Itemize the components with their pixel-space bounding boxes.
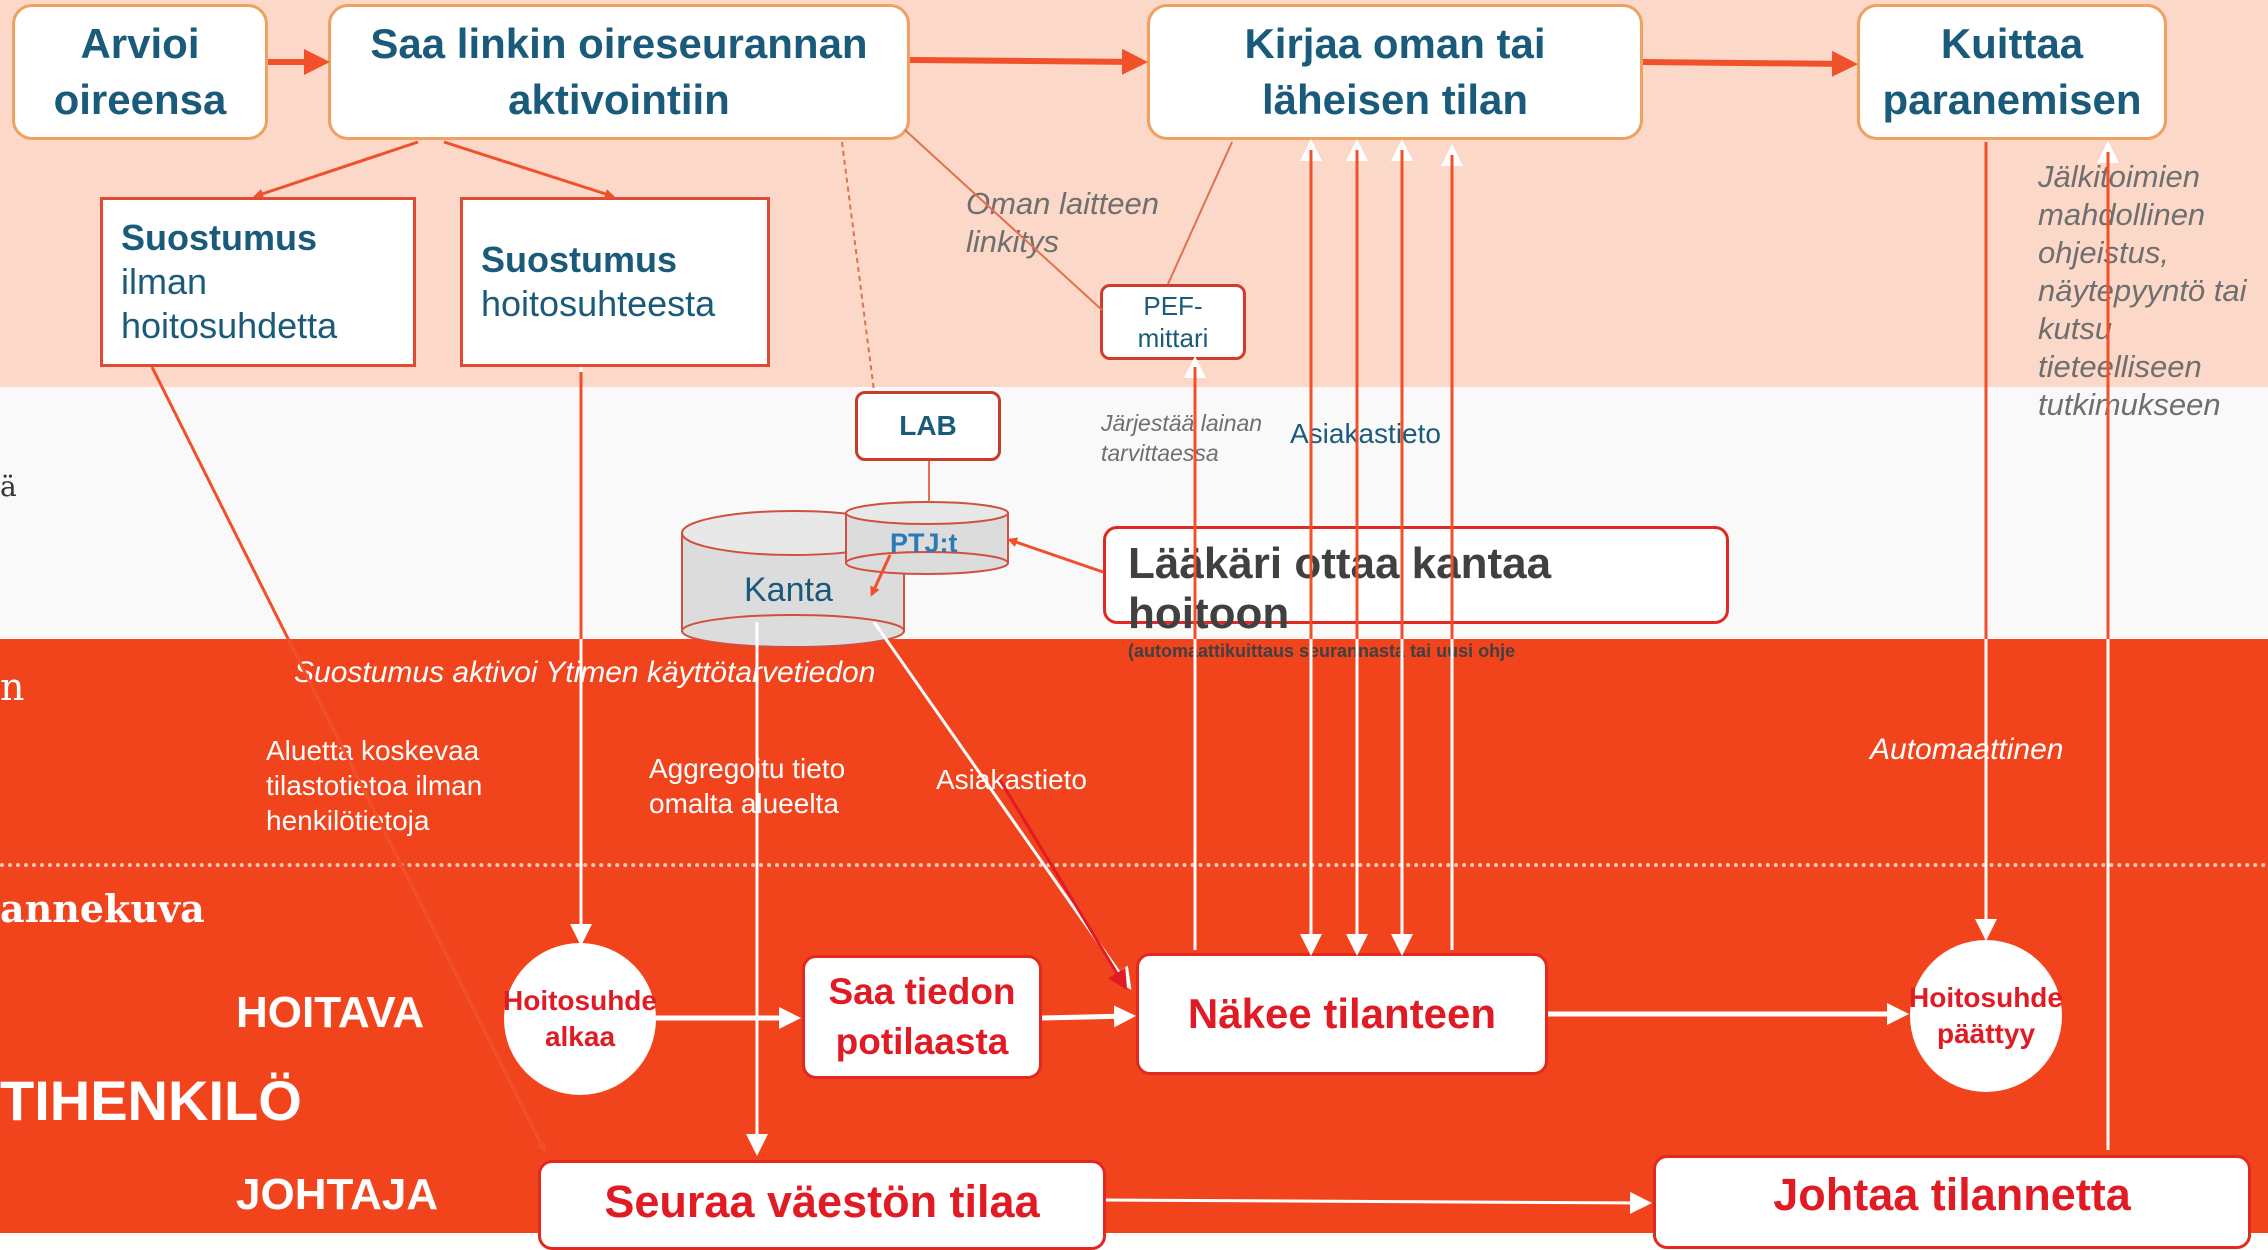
consent-with-body: hoitosuhteesta (481, 283, 716, 324)
asiakastieto-top-label: Asiakastieto (1290, 418, 1441, 449)
lane-divider (0, 863, 2268, 867)
ptj-label: PTJ:t (890, 528, 958, 558)
consent-with-title: Suostumus (481, 239, 678, 280)
kirjaa-tilan-step: Kirjaa oman tai läheisen tilan (1147, 4, 1643, 140)
suostumus-aktivoi-label: Suostumus aktivoi Ytimen käyttötarvetied… (294, 656, 876, 689)
professional-lane (0, 639, 2268, 1233)
asiakastieto-low-label: Asiakastieto (936, 764, 1087, 795)
role-hoitava: HOITAVA (236, 988, 425, 1037)
oman-laitteen-label: Oman laitteen linkitys (966, 186, 1159, 259)
lab-box: LAB (855, 391, 1001, 461)
saa-tiedon-node: Saa tiedon potilaasta (802, 955, 1042, 1079)
doctor-decision-title: Lääkäri ottaa kantaa hoitoon (1128, 539, 1552, 638)
arvioi-oireensa-step: Arvioi oireensa (12, 4, 268, 140)
jarjestaa-lainan-label: Järjestää lainan tarvittaessa (1101, 410, 1263, 466)
nakee-tilanteen-node: Näkee tilanteen (1136, 953, 1548, 1075)
hoitosuhde-paattyy-node: Hoitosuhde päättyy (1909, 940, 2063, 1092)
ptj-cylinder (845, 501, 1009, 575)
pef-meter-box: PEF- mittari (1100, 284, 1246, 360)
doctor-decision-box: Lääkäri ottaa kantaa hoitoon (automaatti… (1103, 526, 1729, 661)
hoitosuhde-alkaa-node: Hoitosuhde alkaa (503, 943, 657, 1095)
doctor-decision-subtitle: (automaattikuittaus seurannasta tai uusi… (1128, 641, 1516, 661)
jalkitoimien-label: Jälkitoimien mahdollinen ohjeistus, näyt… (2038, 159, 2247, 422)
consent-without-body: ilman hoitosuhdetta (121, 261, 338, 346)
kanta-label: Kanta (744, 571, 833, 609)
consent-without-title: Suostumus (121, 217, 318, 258)
automaattinen-label: Automaattinen (1870, 733, 2064, 766)
edge-annekuva: annekuva (0, 886, 205, 931)
edge-letter-a: ä (0, 470, 17, 503)
role-johtaja: JOHTAJA (236, 1170, 439, 1219)
edge-tihenkilo: TIHENKILÖ (0, 1069, 302, 1132)
saa-linkin-step: Saa linkin oireseurannan aktivointiin (328, 4, 910, 140)
kanta-cylinder (681, 510, 905, 648)
edge-letter-n: n (0, 665, 25, 709)
kuittaa-paranemisen-step: Kuittaa paranemisen (1857, 4, 2167, 140)
